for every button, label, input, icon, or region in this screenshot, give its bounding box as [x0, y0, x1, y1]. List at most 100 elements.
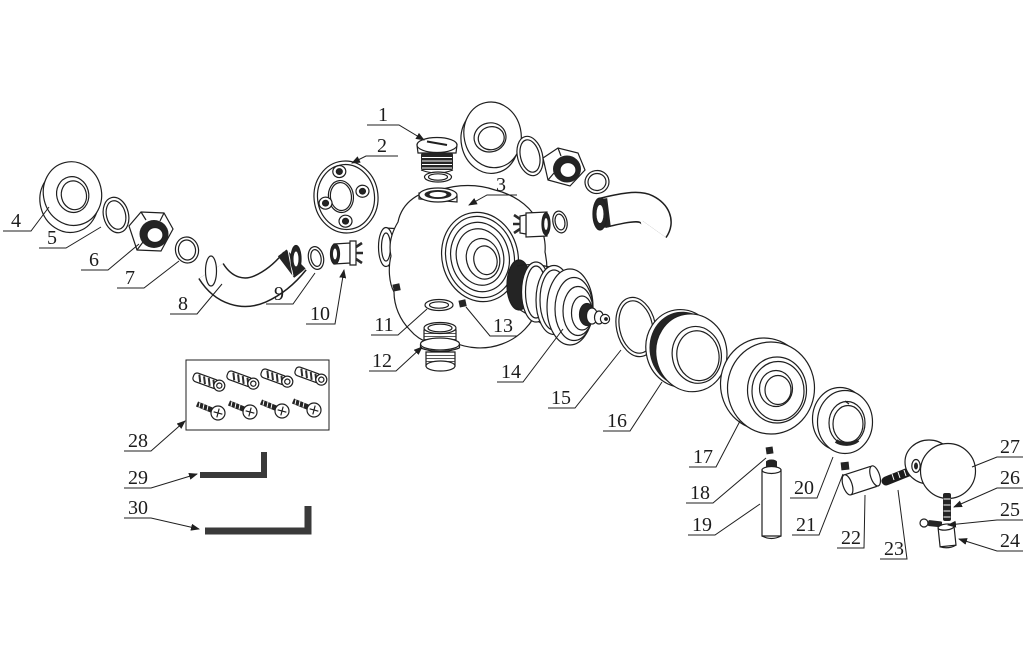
part-29-allen-key — [200, 452, 267, 478]
part-label-24: 24 — [1000, 530, 1020, 552]
label-leader-28 — [124, 420, 186, 452]
part-2-mounting-flange — [313, 160, 379, 234]
part-11-oring — [424, 298, 454, 312]
upper-check-valve — [513, 211, 551, 238]
part-label-19: 19 — [692, 514, 712, 536]
part-label-13: 13 — [493, 315, 513, 337]
part-label-29: 29 — [128, 467, 148, 489]
label-leader-3 — [468, 194, 517, 206]
part-label-2: 2 — [377, 135, 387, 157]
part-30-allen-key — [205, 506, 312, 535]
label-leader-10 — [306, 269, 347, 325]
upper-small-oring — [552, 210, 568, 234]
label-leader-19 — [688, 503, 761, 536]
part-label-9: 9 — [274, 283, 284, 305]
label-leader-30 — [124, 517, 200, 531]
part-17-dial — [719, 337, 816, 435]
part-label-12: 12 — [372, 350, 392, 372]
part-14-thermostatic-cartridge — [506, 259, 611, 346]
part-label-26: 26 — [1000, 467, 1020, 489]
part-21-grub-screw — [840, 461, 850, 471]
label-leader-17 — [689, 420, 741, 468]
label-leader-4 — [3, 206, 50, 232]
part-9-oring — [307, 246, 325, 270]
upper-oring — [516, 135, 544, 177]
part-label-11: 11 — [374, 314, 393, 336]
label-leader-13 — [465, 306, 517, 337]
part-label-16: 16 — [607, 410, 627, 432]
part-label-21: 21 — [796, 514, 816, 536]
label-leader-27 — [971, 456, 1023, 468]
part-24-cap-cylinder — [937, 523, 957, 549]
wall-anchor — [192, 372, 226, 392]
wall-anchor — [226, 370, 260, 390]
label-leader-7 — [117, 260, 180, 289]
label-leader-12 — [369, 346, 423, 372]
part-6-hex-nut — [128, 211, 174, 252]
part-25-small-screw — [919, 518, 943, 528]
part-26-threaded-stud — [943, 493, 951, 521]
part-label-17: 17 — [693, 446, 713, 468]
wall-anchor — [260, 368, 294, 388]
label-leader-16 — [603, 381, 663, 432]
label-leader-5 — [39, 226, 102, 249]
part-label-25: 25 — [1000, 499, 1020, 521]
part-1-plug-oring — [423, 171, 453, 183]
mounting-screw — [227, 400, 258, 420]
part-label-5: 5 — [47, 227, 57, 249]
label-leader-1 — [367, 124, 425, 141]
part-label-6: 6 — [89, 249, 99, 271]
part-12-threaded-nipple — [419, 321, 461, 372]
part-23-threaded-pin — [881, 466, 916, 486]
part-label-8: 8 — [178, 293, 188, 315]
mounting-screw — [195, 401, 226, 421]
label-leader-21 — [792, 473, 844, 536]
part-label-15: 15 — [551, 387, 571, 409]
part-16-retaining-collar — [645, 308, 728, 393]
upper-hex-nut — [542, 147, 586, 187]
part-20-stop-ring — [811, 386, 874, 455]
part-10-check-valve — [329, 240, 363, 266]
part-label-4: 4 — [11, 210, 21, 232]
part-label-7: 7 — [125, 267, 135, 289]
part-1-screw-plug — [416, 136, 458, 174]
part-5-oring — [102, 196, 130, 234]
part-28-fixing-kit — [185, 359, 330, 431]
label-leader-14 — [497, 328, 564, 383]
label-leader-22 — [837, 494, 866, 549]
label-leader-20 — [790, 456, 834, 499]
part-label-28: 28 — [128, 430, 148, 452]
upper-escutcheon-flange — [460, 101, 522, 174]
label-leader-6 — [81, 243, 140, 271]
upper-bushing — [584, 169, 610, 195]
part-label-10: 10 — [310, 303, 330, 325]
mounting-screw — [291, 398, 322, 418]
part-19-extension-tube — [761, 459, 782, 540]
part-label-18: 18 — [690, 482, 710, 504]
part-13-set-screw — [458, 299, 467, 308]
label-leader-9 — [266, 272, 316, 305]
part-label-30: 30 — [128, 497, 148, 519]
part-4-escutcheon-flange — [39, 161, 103, 234]
part-3-front-opening — [440, 211, 520, 303]
part-label-3: 3 — [496, 174, 506, 196]
part-7-bushing — [174, 236, 200, 264]
part-18-grub-screw — [765, 446, 774, 455]
part-label-1: 1 — [378, 104, 388, 126]
label-leader-15 — [548, 349, 622, 409]
part-label-27: 27 — [1000, 436, 1020, 458]
upper-elbow-pipe — [592, 191, 672, 238]
label-leader-18 — [686, 457, 767, 504]
part-label-22: 22 — [841, 527, 861, 549]
part-8-elbow-pipe — [198, 244, 307, 308]
part-label-14: 14 — [501, 361, 521, 383]
label-leader-2 — [351, 155, 398, 164]
part-27-handle-knob — [904, 439, 977, 500]
label-leader-23 — [880, 489, 908, 560]
label-leader-11 — [371, 308, 428, 336]
label-leader-8 — [170, 283, 223, 315]
label-leader-29 — [124, 472, 198, 489]
